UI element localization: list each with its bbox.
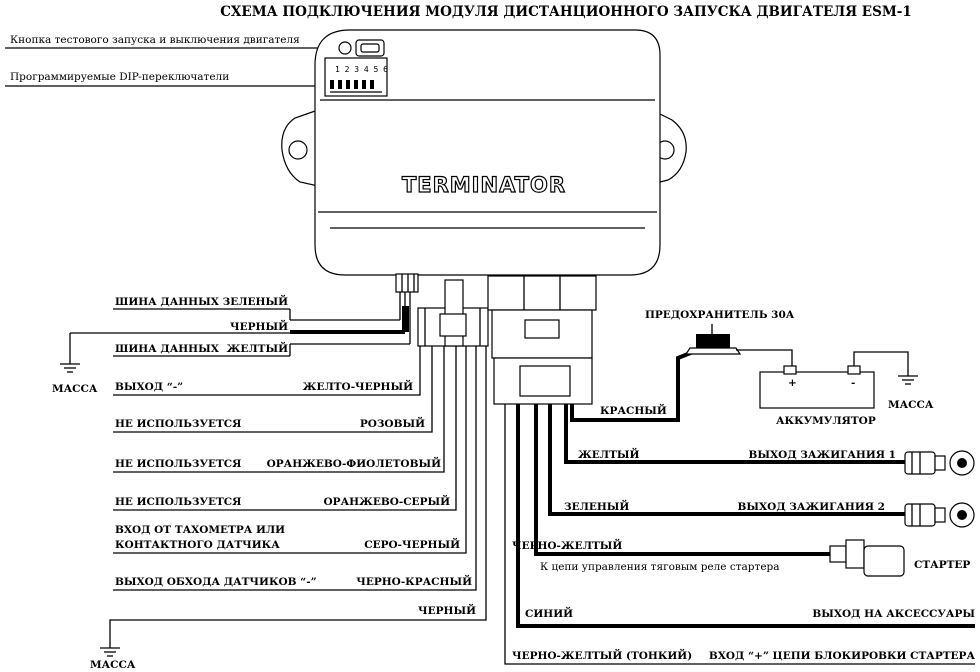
battery: + - АККУМУЛЯТОР МАССА [759,351,934,427]
left-color-6: ОРАНЖЕВО-ФИОЛЕТОВЫЙ [267,455,441,470]
dip-switch: 1 2 3 4 5 6 [324,57,388,97]
left-connector [417,279,489,347]
right-color-4: ЧЕРНО-ЖЕЛТЫЙ [512,537,622,552]
module-body: 1 2 3 4 5 6 TERMINATOR [281,29,687,276]
left-color-2: ЧЕРНЫЙ [230,318,288,333]
starter-label: СТАРТЕР [914,559,970,571]
ignition-connector-1 [904,450,975,476]
left-fn-9: ВЫХОД ОБХОДА ДАТЧИКОВ “-” [115,576,317,588]
left-color-4: ЖЕЛТО-ЧЕРНЫЙ [303,378,413,393]
diagram-title: СХЕМА ПОДКЛЮЧЕНИЯ МОДУЛЯ ДИСТАНЦИОННОГО … [220,4,912,20]
right-target-4: К цепи управления тяговым реле стартера [540,561,780,573]
left-fn-1: ШИНА ДАННЫХ [115,296,220,308]
right-wires: КРАСНЫЙ ЖЕЛТЫЙ ВЫХОД ЗАЖИГАНИЯ 1 ЗЕЛЕНЫЙ… [504,348,976,665]
ignition-connector-2 [904,502,975,528]
brand-logo: TERMINATOR [402,173,566,197]
right-target-5: ВЫХОД НА АКСЕССУАРЫ [812,608,975,620]
left-wire-labels: ШИНА ДАННЫХ ЗЕЛЕНЫЙ ЧЕРНЫЙ ШИНА ДАННЫХ Ж… [52,293,487,671]
battery-plus: + [788,377,797,389]
left-fn-5: НЕ ИСПОЛЬЗУЕТСЯ [115,418,241,430]
test-button-callout: Кнопка тестового запуска и выключения дв… [10,34,300,46]
right-color-5: СИНИЙ [525,605,573,620]
battery-label: АККУМУЛЯТОР [776,415,876,427]
led-indicator [338,41,352,55]
left-color-10: ЧЕРНЫЙ [418,602,476,617]
right-color-2: ЖЕЛТЫЙ [578,446,639,461]
left-color-1: ЗЕЛЕНЫЙ [223,293,288,308]
right-color-3: ЗЕЛЕНЫЙ [564,498,629,513]
left-color-3: ЖЕЛТЫЙ [227,340,288,355]
left-fn-6: НЕ ИСПОЛЬЗУЕТСЯ [115,458,241,470]
left-fn-4: ВЫХОД “-” [115,381,183,393]
right-target-6: ВХОД “+” ЦЕПИ БЛОКИРОВКИ СТАРТЕРА [709,650,976,662]
dip-numbers: 1 2 3 4 5 6 [335,65,388,74]
ground-label-battery: МАССА [888,399,934,411]
left-color-7: ОРАНЖЕВО-СЕРЫЙ [324,493,451,508]
left-color-8: СЕРО-ЧЕРНЫЙ [364,536,460,551]
ground-label-bottom: МАССА [90,659,136,671]
right-target-2: ВЫХОД ЗАЖИГАНИЯ 1 [749,449,896,461]
left-color-9: ЧЕРНО-КРАСНЫЙ [356,573,472,588]
dip-callout: Программируемые DIP-переключатели [10,71,229,83]
left-fn-8b: КОНТАКТНОГО ДАТЧИКА [115,539,280,551]
left-color-5: РОЗОВЫЙ [360,415,425,430]
ground-label-top: МАССА [52,383,98,395]
fuse-label: ПРЕДОХРАНИТЕЛЬ 30А [645,309,795,321]
battery-minus: - [851,377,855,389]
data-bus-connector [395,273,419,332]
ground-symbol-top [60,356,80,373]
left-fn-8a: ВХОД ОТ ТАХОМЕТРА ИЛИ [115,524,285,536]
left-fn-7: НЕ ИСПОЛЬЗУЕТСЯ [115,496,241,508]
starter: СТАРТЕР [829,539,970,577]
right-color-1: КРАСНЫЙ [600,402,667,417]
right-color-6: ЧЕРНО-ЖЕЛТЫЙ (ТОНКИЙ) [512,647,692,662]
left-fn-3: ШИНА ДАННЫХ [115,343,220,355]
fuse: ПРЕДОХРАНИТЕЛЬ 30А [645,309,795,372]
main-connector [487,275,597,405]
right-target-3: ВЫХОД ЗАЖИГАНИЯ 2 [738,501,885,513]
ground-symbol-bottom [100,647,120,657]
